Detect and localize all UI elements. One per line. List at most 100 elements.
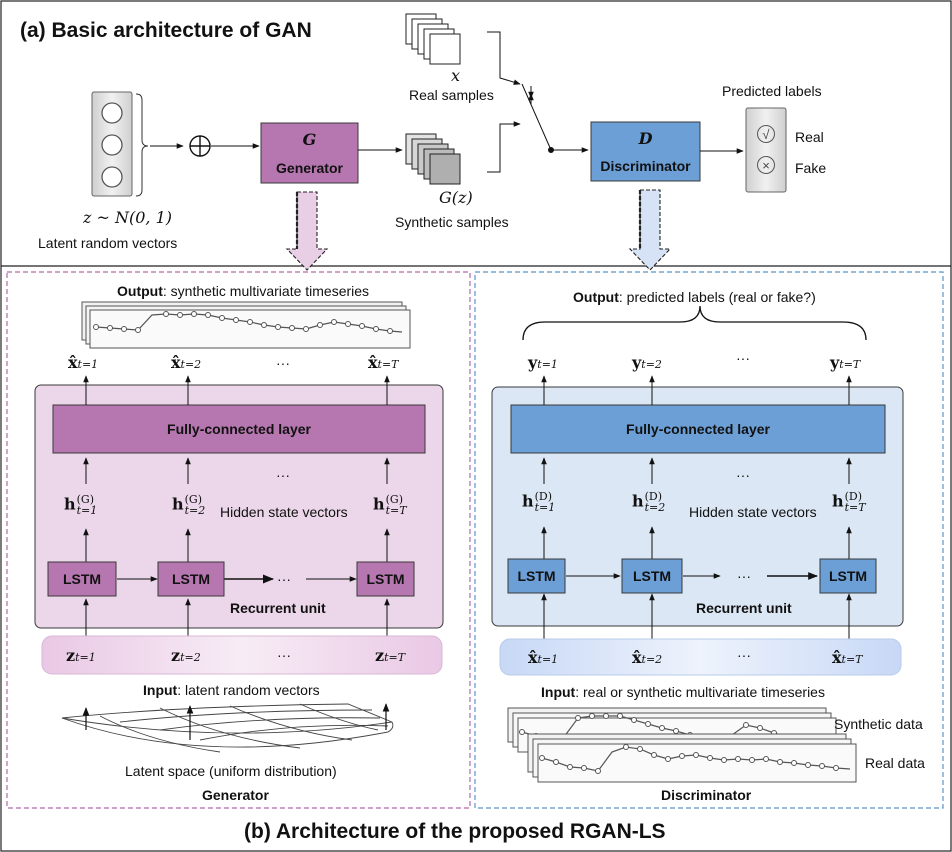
generator-label: Generator — [276, 160, 343, 176]
gen-in-T-sub: t=T — [384, 651, 406, 664]
gen-in-1: zt=1 — [66, 646, 96, 665]
disc-hidden-T: h(D)t=T — [832, 490, 866, 514]
discriminator-lstm-2 — [621, 558, 683, 594]
gen-out-2-symbol: x̂ — [171, 353, 181, 372]
disc-out-T: yt=T — [830, 353, 861, 372]
real-data-label: Real data — [865, 755, 925, 771]
generator-box — [260, 122, 359, 184]
generator-output-caption: Output: synthetic multivariate timeserie… — [117, 284, 369, 298]
gen-hidden-1-sub: t=1 — [76, 504, 98, 517]
disc-hidden-1-sup: (D) — [534, 490, 553, 503]
latent-formula: z ~ N(0, 1) — [83, 208, 173, 227]
discriminator-output-rest: : predicted labels (real or fake?) — [618, 289, 816, 305]
gen-out-1-symbol: x̂ — [68, 353, 78, 372]
latent-space-label: Latent space (uniform distribution) — [125, 763, 337, 779]
discriminator-fc-label: Fully-connected layer — [626, 421, 770, 437]
disc-out-T-sub: t=T — [839, 358, 861, 371]
section-b-title: (b) Architecture of the proposed RGAN-LS — [244, 820, 666, 843]
generator-input-rest: : latent random vectors — [177, 682, 320, 698]
disc-in-1-sub: t=1 — [537, 653, 559, 666]
gen-hidden-T-sup: (G) — [385, 493, 404, 506]
disc-in-T: x̂t=T — [832, 648, 863, 667]
real-data-cards — [527, 733, 857, 783]
disc-lstm-T-label: LSTM — [828, 568, 868, 584]
disc-hidden-2-sub: t=2 — [644, 501, 666, 514]
disc-out-1-sub: t=1 — [537, 358, 558, 371]
discriminator-panel-border — [474, 271, 944, 809]
discriminator-input-bar — [499, 638, 902, 676]
gen-in-2-sub: t=2 — [180, 651, 201, 664]
synthetic-samples-stack — [405, 133, 461, 185]
gen-hidden-2-sub: t=2 — [184, 504, 206, 517]
disc-hidden-2-sup: (D) — [644, 490, 663, 503]
latent-label: Latent random vectors — [38, 235, 178, 251]
output-brace — [522, 305, 867, 341]
disc-lstm-1-label: LSTM — [517, 568, 556, 584]
gen-out-2-sub: t=2 — [180, 358, 202, 371]
discriminator-lstm-T — [819, 558, 877, 594]
gen-out-T: x̂t=T — [368, 355, 399, 371]
latent-vector — [91, 91, 149, 197]
disc-hidden-ellipsis: ··· — [736, 467, 750, 483]
generator-lstm-2 — [157, 561, 225, 597]
section-a-title: (a) Basic architecture of GAN — [20, 19, 312, 42]
fake-option: Fake — [795, 160, 827, 176]
gen-in-2: zt=2 — [171, 646, 201, 665]
discriminator-input-caption: Input: real or synthetic multivariate ti… — [541, 685, 825, 699]
disc-in-2: x̂t=2 — [632, 648, 663, 667]
disc-in-ellipsis: ··· — [737, 647, 751, 663]
gen-hidden-label: Hidden state vectors — [220, 504, 348, 520]
synthetic-symbol: G(z) — [439, 188, 473, 207]
gen-out-ellipsis: ··· — [276, 355, 290, 371]
generator-expand-arrow — [285, 191, 329, 271]
gen-out-1-sub: t=1 — [77, 358, 99, 371]
generator-input-caption: Input: latent random vectors — [143, 683, 320, 697]
generator-fc-label: Fully-connected layer — [167, 421, 311, 437]
gen-hidden-2-sup: (G) — [184, 493, 203, 506]
disc-hidden-label: Hidden state vectors — [689, 504, 817, 520]
gen-hidden-1-sup: (G) — [76, 493, 95, 506]
real-symbol: x — [451, 66, 461, 85]
disc-lstm-ellipsis: ··· — [737, 568, 751, 584]
generator-lstm-1 — [47, 561, 117, 597]
generator-fc-layer — [52, 404, 426, 454]
disc-in-1: x̂t=1 — [528, 648, 559, 667]
real-option: Real — [795, 129, 824, 145]
gen-hidden-1: h(G)t=1 — [64, 493, 98, 517]
generator-lstm-T — [356, 561, 415, 597]
predicted-labels-box — [745, 107, 787, 193]
gen-lstm-1-label: LSTM — [62, 571, 102, 587]
generator-output-bold: Output — [117, 283, 163, 299]
disc-in-2-sub: t=2 — [641, 653, 663, 666]
disc-in-T-sub: t=T — [841, 653, 863, 666]
disc-out-1: yt=1 — [528, 353, 558, 372]
discriminator-output-bold: Output — [573, 289, 619, 305]
discriminator-output-caption: Output: predicted labels (real or fake?) — [573, 290, 816, 304]
disc-hidden-2: h(D)t=2 — [632, 490, 666, 514]
discriminator-expand-arrow — [628, 189, 672, 271]
disc-hidden-1: h(D)t=1 — [522, 490, 556, 514]
gen-in-ellipsis: ··· — [277, 647, 291, 663]
discriminator-label: Discriminator — [600, 158, 691, 174]
check-icon: √ — [757, 125, 775, 143]
cross-icon: × — [757, 156, 775, 174]
gen-lstm-T-label: LSTM — [366, 571, 405, 587]
disc-recurrent-label: Recurrent unit — [696, 600, 792, 616]
gen-lstm-ellipsis: ··· — [277, 571, 291, 587]
generator-output-rest: : synthetic multivariate timeseries — [162, 283, 370, 299]
disc-lstm-2-label: LSTM — [632, 568, 672, 584]
gen-out-1: x̂t=1 — [68, 355, 98, 371]
generator-input-bold: Input — [143, 682, 178, 698]
generator-symbol: G — [302, 129, 317, 149]
discriminator-lstm-1 — [507, 558, 566, 594]
gen-hidden-T-sub: t=T — [385, 504, 407, 517]
discriminator-input-rest: : real or synthetic multivariate timeser… — [575, 684, 825, 700]
gen-lstm-2-label: LSTM — [171, 571, 211, 587]
gen-hidden-ellipsis: ··· — [276, 467, 290, 483]
gen-in-T: zt=T — [375, 646, 406, 665]
gen-hidden-2: h(G)t=2 — [172, 493, 206, 517]
gen-out-T-sub: t=T — [377, 358, 399, 371]
sample-switch — [487, 31, 589, 173]
